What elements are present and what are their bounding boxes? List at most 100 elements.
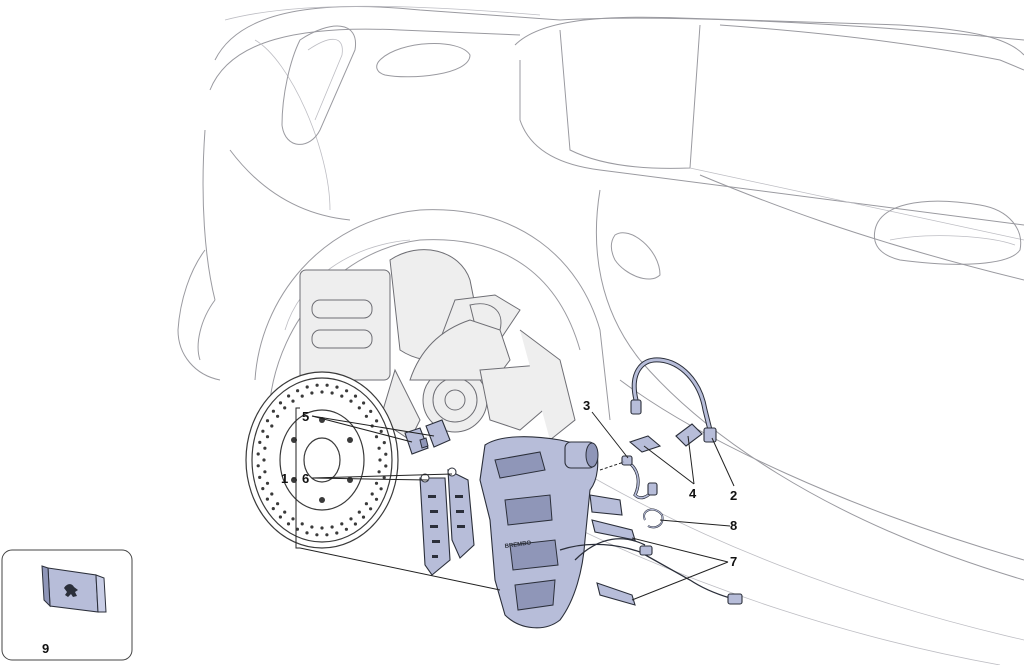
disc-hole [325, 383, 329, 387]
disc-hole [344, 527, 348, 531]
disc-hole [315, 383, 319, 387]
disc-hole [271, 507, 275, 511]
disc-hole [261, 429, 265, 433]
callout-1: 1 [281, 471, 288, 486]
callout-labels: 1 2 3 4 5 6 7 8 9 [42, 398, 737, 656]
disc-hole [379, 487, 383, 491]
retaining-clip [643, 508, 664, 529]
disc-hole [369, 507, 373, 511]
disc-hole [296, 389, 300, 393]
brake-pads [419, 467, 475, 576]
disc-hole [300, 522, 304, 526]
disc-hole [278, 515, 282, 519]
disc-hole [278, 401, 283, 405]
callout-2: 2 [730, 488, 737, 503]
disc-hole [379, 429, 383, 433]
disc-hole [374, 435, 379, 439]
disc-hole [310, 391, 314, 395]
disc-hole [370, 492, 374, 496]
disc-hole [384, 464, 388, 468]
brake-hose [630, 357, 717, 443]
disc-hole [263, 446, 267, 450]
disc-hole [315, 533, 319, 537]
callout-6: 6 [302, 471, 309, 486]
callout-9: 9 [42, 641, 49, 656]
disc-hole [375, 419, 379, 423]
disc-hole [364, 414, 368, 418]
disc-hole [305, 531, 309, 535]
disc-hole [382, 476, 386, 480]
disc-hole [357, 510, 361, 514]
disc-hole [349, 399, 353, 403]
disc-hole [340, 394, 344, 398]
disc-hole [258, 440, 262, 444]
disc-hole [261, 487, 265, 491]
disc-hole [305, 385, 309, 389]
brake-pipe [621, 455, 658, 500]
disc-hole [377, 446, 381, 450]
callout-4: 4 [689, 486, 697, 501]
disc-hole [276, 414, 280, 418]
disc-hole [270, 492, 274, 496]
disc-hole [265, 419, 270, 423]
disc-hole [300, 394, 304, 398]
disc-hole [263, 470, 267, 474]
prancing-horse-icon [64, 584, 78, 597]
brake-disc [245, 371, 399, 549]
disc-hole [382, 441, 386, 445]
car-body-outline [177, 5, 1024, 665]
disc-hole [369, 409, 373, 413]
suspension-hub-assembly [299, 249, 576, 441]
disc-hole [325, 533, 329, 537]
disc-hole [335, 531, 339, 535]
disc-hole [256, 464, 260, 468]
brake-caliper: BREMBO [479, 436, 743, 629]
callout-8: 8 [730, 518, 737, 533]
disc-hole [291, 517, 295, 521]
disc-hole [362, 401, 366, 405]
hose-clips [628, 423, 703, 453]
disc-hole [320, 390, 324, 394]
disc-hole [270, 424, 274, 428]
disc-hole [287, 394, 291, 398]
disc-hole [384, 452, 388, 456]
disc-hole [345, 389, 349, 393]
disc-hole [335, 385, 339, 389]
callout-3: 3 [583, 398, 590, 413]
disc-hole [374, 497, 379, 501]
disc-hole [330, 391, 334, 395]
leader-lines [45, 407, 735, 641]
disc-hole [349, 517, 353, 521]
disc-hole [283, 406, 287, 410]
disc-hole [364, 502, 368, 506]
inset-panel [1, 549, 133, 661]
disc-hole [256, 452, 260, 456]
caliper-badge-sticker [41, 565, 107, 613]
disc-hole [265, 435, 270, 439]
disc-hole [310, 525, 314, 529]
callout-7: 7 [730, 554, 737, 569]
svg-text:BREMBO: BREMBO [504, 540, 532, 550]
disc-hole [320, 526, 324, 530]
callout-5: 5 [302, 409, 309, 424]
disc-hole [357, 406, 361, 410]
disc-hole [330, 525, 334, 529]
disc-hole [291, 399, 295, 403]
disc-hole [353, 522, 357, 526]
disc-hole [361, 515, 366, 519]
disc-hole [262, 458, 266, 462]
disc-hole [374, 481, 379, 485]
disc-hole [258, 475, 262, 479]
disc-hole [265, 481, 270, 485]
disc-hole [377, 470, 381, 474]
disc-hole [276, 502, 280, 506]
disc-hole [295, 527, 299, 531]
disc-hole [286, 522, 291, 526]
disc-cross-drill-holes [256, 383, 388, 537]
disc-hole [353, 394, 358, 398]
disc-hole [283, 510, 287, 514]
disc-hole [265, 497, 269, 501]
disc-hole [378, 458, 382, 462]
disc-hole [340, 522, 344, 526]
